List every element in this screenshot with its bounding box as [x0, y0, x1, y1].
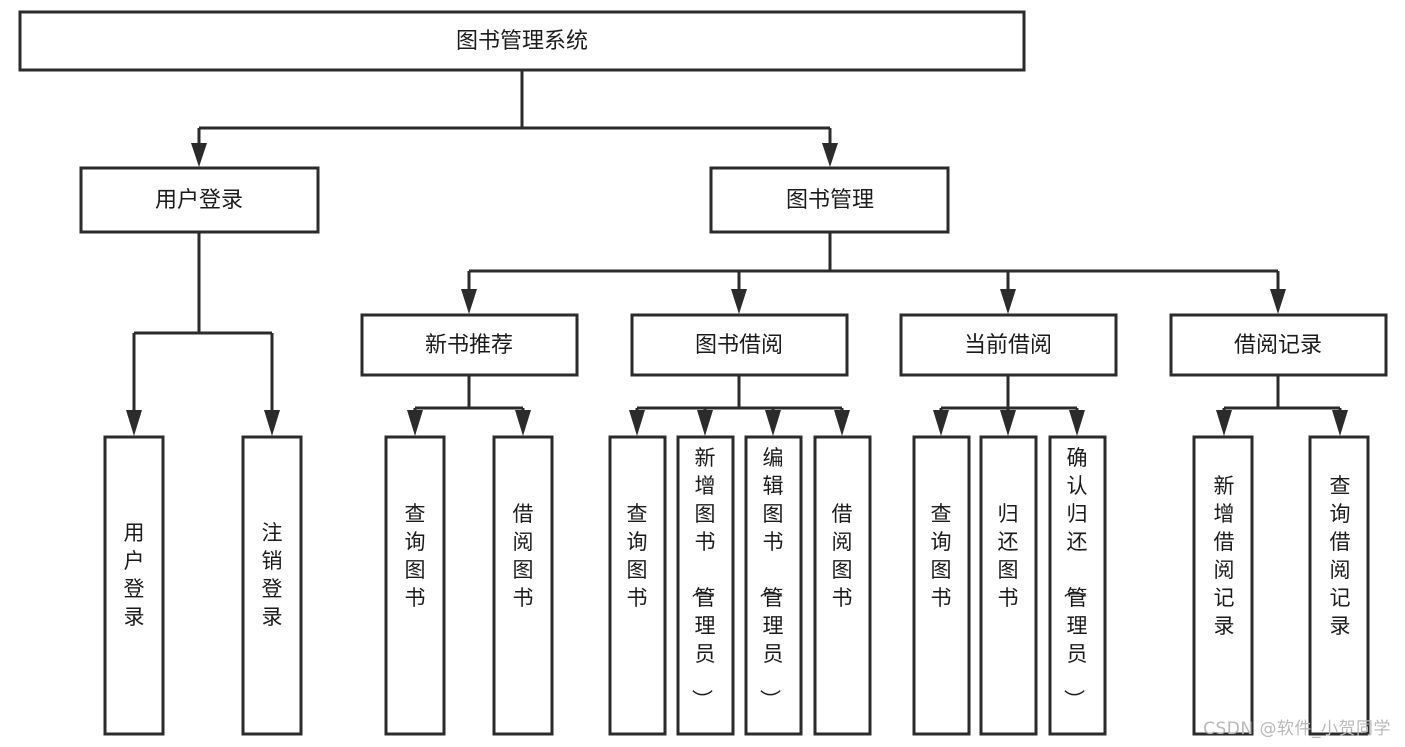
node-leaf-borrow-book-2-box[interactable]: [813, 435, 872, 736]
node-leaf-query-record-box[interactable]: [1308, 435, 1370, 736]
arrowhead-leaf-add-record: [1216, 410, 1232, 436]
node-leaf-query-book-2[interactable]: 查询图书: [608, 435, 667, 736]
node-leaf-edit-book-box[interactable]: [744, 435, 803, 736]
node-borrow-record[interactable]: 借阅记录: [1169, 313, 1388, 377]
arrowhead-leaf-logout: [264, 410, 280, 436]
node-book-borrow-label: 图书借阅: [695, 333, 783, 358]
node-root[interactable]: 图书管理系统: [18, 10, 1026, 72]
node-current-borrow-box[interactable]: [899, 313, 1118, 377]
node-leaf-borrow-book-2-label: 借阅图书: [832, 502, 853, 610]
arrowhead-new-book-recommend: [461, 289, 477, 314]
node-leaf-logout-label: 注销登录: [262, 521, 283, 629]
node-leaf-add-record-box[interactable]: [1192, 435, 1254, 736]
node-leaf-query-book-3-label: 查询图书: [931, 502, 952, 610]
arrowhead-user-login: [191, 143, 207, 167]
node-borrow-record-box[interactable]: [1169, 313, 1388, 377]
node-leaf-user-login[interactable]: 用户登录: [103, 435, 165, 736]
node-user-login-box[interactable]: [79, 166, 320, 234]
node-leaf-return-book-label: 归还图书: [998, 502, 1019, 610]
node-current-borrow-label: 当前借阅: [964, 333, 1052, 358]
arrowhead-book-manage: [822, 143, 838, 167]
node-leaf-return-book[interactable]: 归还图书: [979, 435, 1038, 736]
node-leaf-add-book-box[interactable]: [676, 435, 735, 736]
arrowhead-leaf-return-book: [1000, 410, 1016, 436]
node-borrow-record-label: 借阅记录: [1234, 333, 1322, 358]
arrowhead-leaf-borrow-book-2: [834, 410, 850, 436]
arrowhead-leaf-query-book-3: [933, 410, 949, 436]
node-current-borrow[interactable]: 当前借阅: [899, 313, 1118, 377]
arrowhead-book-borrow: [731, 289, 747, 314]
node-leaf-logout[interactable]: 注销登录: [241, 435, 303, 736]
node-leaf-query-book-3[interactable]: 查询图书: [912, 435, 971, 736]
node-leaf-add-book[interactable]: 新增图书（管理员）: [676, 435, 735, 736]
node-leaf-borrow-book-1-label: 借阅图书: [513, 502, 534, 610]
arrowhead-borrow-record: [1270, 289, 1286, 314]
node-leaf-query-record-label: 查询借阅记录: [1330, 474, 1351, 638]
arrowhead-current-borrow: [1000, 289, 1016, 314]
node-leaf-confirm-return-box[interactable]: [1048, 435, 1107, 736]
node-leaf-user-login-label: 用户登录: [124, 521, 145, 629]
node-leaf-query-book-2-label: 查询图书: [627, 502, 648, 610]
node-leaf-confirm-return-label: 确认归还（管理员）: [1062, 446, 1088, 710]
arrowhead-leaf-query-book-1: [407, 410, 423, 436]
node-root-label: 图书管理系统: [456, 29, 588, 54]
node-root-box[interactable]: [18, 10, 1026, 72]
node-leaf-add-record-label: 新增借阅记录: [1214, 474, 1235, 638]
arrowhead-leaf-add-book: [697, 410, 713, 436]
node-leaf-edit-book[interactable]: 编辑图书（管理员）: [744, 435, 803, 736]
node-leaf-edit-book-label: 编辑图书（管理员）: [758, 446, 784, 710]
node-book-manage-label: 图书管理: [786, 188, 874, 213]
node-leaf-query-record[interactable]: 查询借阅记录: [1308, 435, 1370, 736]
node-book-manage-box[interactable]: [709, 166, 950, 234]
node-leaf-borrow-book-1-box[interactable]: [492, 435, 554, 736]
node-leaf-borrow-book-1[interactable]: 借阅图书: [492, 435, 554, 736]
node-user-login[interactable]: 用户登录: [79, 166, 320, 234]
arrowhead-leaf-query-record: [1332, 410, 1348, 436]
node-book-manage[interactable]: 图书管理: [709, 166, 950, 234]
node-leaf-add-book-label: 新增图书（管理员）: [690, 446, 716, 710]
node-leaf-borrow-book-2[interactable]: 借阅图书: [813, 435, 872, 736]
node-leaf-confirm-return[interactable]: 确认归还（管理员）: [1048, 435, 1107, 736]
node-new-book-recommend-box[interactable]: [360, 313, 579, 377]
watermark-label: CSDN @软件_小贺同学: [1203, 719, 1391, 739]
node-book-borrow[interactable]: 图书借阅: [630, 313, 849, 377]
node-new-book-recommend[interactable]: 新书推荐: [360, 313, 579, 377]
node-new-book-recommend-label: 新书推荐: [425, 333, 513, 358]
node-leaf-query-book-1-label: 查询图书: [405, 502, 426, 610]
arrowhead-leaf-borrow-book-1: [515, 410, 531, 436]
node-leaf-add-record[interactable]: 新增借阅记录: [1192, 435, 1254, 736]
arrowhead-leaf-edit-book: [765, 410, 781, 436]
arrowhead-leaf-user-login: [126, 410, 142, 436]
node-leaf-logout-box[interactable]: [241, 435, 303, 736]
node-leaf-query-book-1[interactable]: 查询图书: [384, 435, 446, 736]
node-leaf-query-book-1-box[interactable]: [384, 435, 446, 736]
node-leaf-query-book-3-box[interactable]: [912, 435, 971, 736]
node-user-login-label: 用户登录: [155, 188, 243, 213]
arrowhead-leaf-query-book-2: [629, 410, 645, 436]
node-book-borrow-box[interactable]: [630, 313, 849, 377]
connector-layer: [126, 70, 1348, 436]
node-leaf-return-book-box[interactable]: [979, 435, 1038, 736]
arrowhead-leaf-confirm-return: [1069, 410, 1085, 436]
node-leaf-query-book-2-box[interactable]: [608, 435, 667, 736]
node-leaf-user-login-box[interactable]: [103, 435, 165, 736]
